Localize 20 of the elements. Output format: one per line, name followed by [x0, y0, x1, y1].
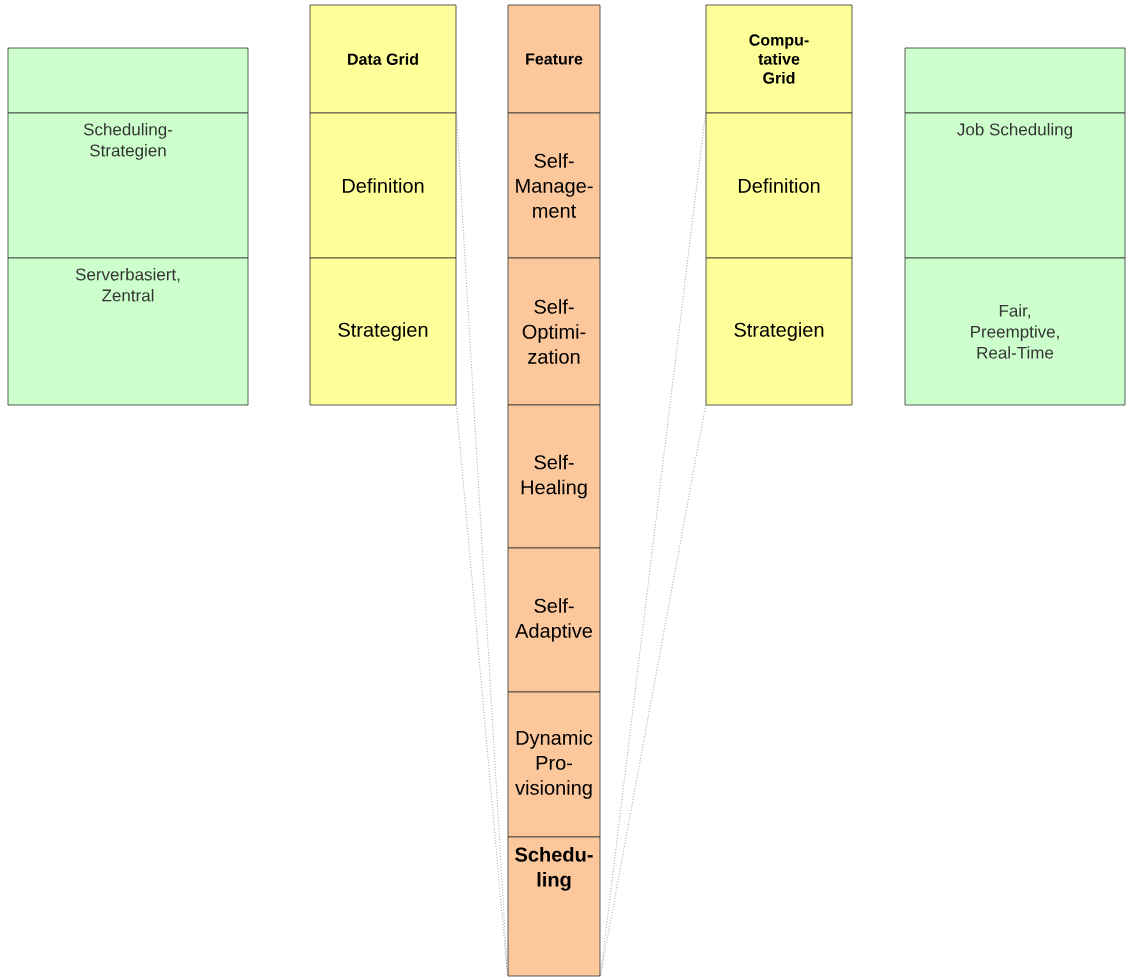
- table-cell: Self- Healing: [507, 404, 601, 549]
- table-cell: Strategien: [705, 257, 853, 406]
- header-box: [904, 47, 1126, 114]
- table-cell: Dynamic Pro- visioning: [507, 691, 601, 838]
- table-cell: Strategien: [309, 257, 457, 406]
- table-cell: Feature: [507, 4, 601, 114]
- table-cell: Definition: [705, 112, 853, 259]
- funnel-line: [600, 405, 706, 977]
- table-cell: Fair, Preemptive, Real-Time: [904, 257, 1126, 406]
- table-cell: Definition: [309, 112, 457, 259]
- table-cell: Compu- tative Grid: [705, 4, 853, 114]
- table-cell: Self- Adaptive: [507, 547, 601, 693]
- table-cell: Serverbasiert, Zentral: [7, 257, 249, 406]
- table-cell: Self- Optimi- zation: [507, 257, 601, 406]
- table-cell: Self- Manage- ment: [507, 112, 601, 259]
- header-box: [7, 47, 249, 114]
- funnel-line: [456, 112, 508, 977]
- table-cell: Data Grid: [309, 4, 457, 114]
- table-cell: Schedu- ling: [507, 836, 601, 977]
- funnel-line: [456, 405, 508, 977]
